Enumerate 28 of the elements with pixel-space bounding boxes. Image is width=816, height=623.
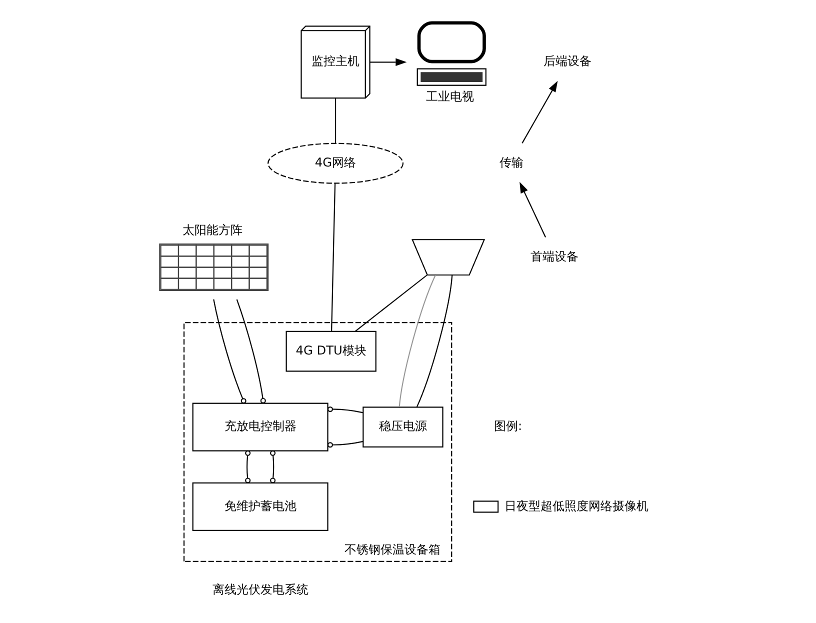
connector [212,299,246,404]
node-box: 充放电控制器 [192,402,328,452]
node-ellipse: 4G网络 [267,142,404,184]
node-picture [411,239,485,276]
connector [398,274,436,407]
connector [330,183,336,332]
node-text: 首端设备 [530,249,578,264]
node-box: 4G DTU模块 [285,330,376,372]
connector [326,406,363,414]
node-label: 工业电视 [426,90,474,104]
connector [334,98,336,144]
node-text: 后端设备 [543,54,592,68]
label: 离线光伏发电系统 [212,582,308,596]
node-label: 太阳能方阵 [182,222,242,237]
connector [236,299,266,404]
legend-label: 日夜型超低照度网络摄像机 [504,498,648,513]
connector [354,274,427,332]
connector [244,450,250,484]
arrow [519,182,546,238]
node-box: 免维护蓄电池 [192,482,328,531]
label: 图例: [493,419,522,434]
arrow [369,58,406,66]
node-text: 传输 [498,155,523,170]
connector [416,275,452,407]
arrow [521,80,558,144]
connector [270,450,276,484]
node-box: 稳压电源 [362,406,443,448]
connector [326,440,363,448]
